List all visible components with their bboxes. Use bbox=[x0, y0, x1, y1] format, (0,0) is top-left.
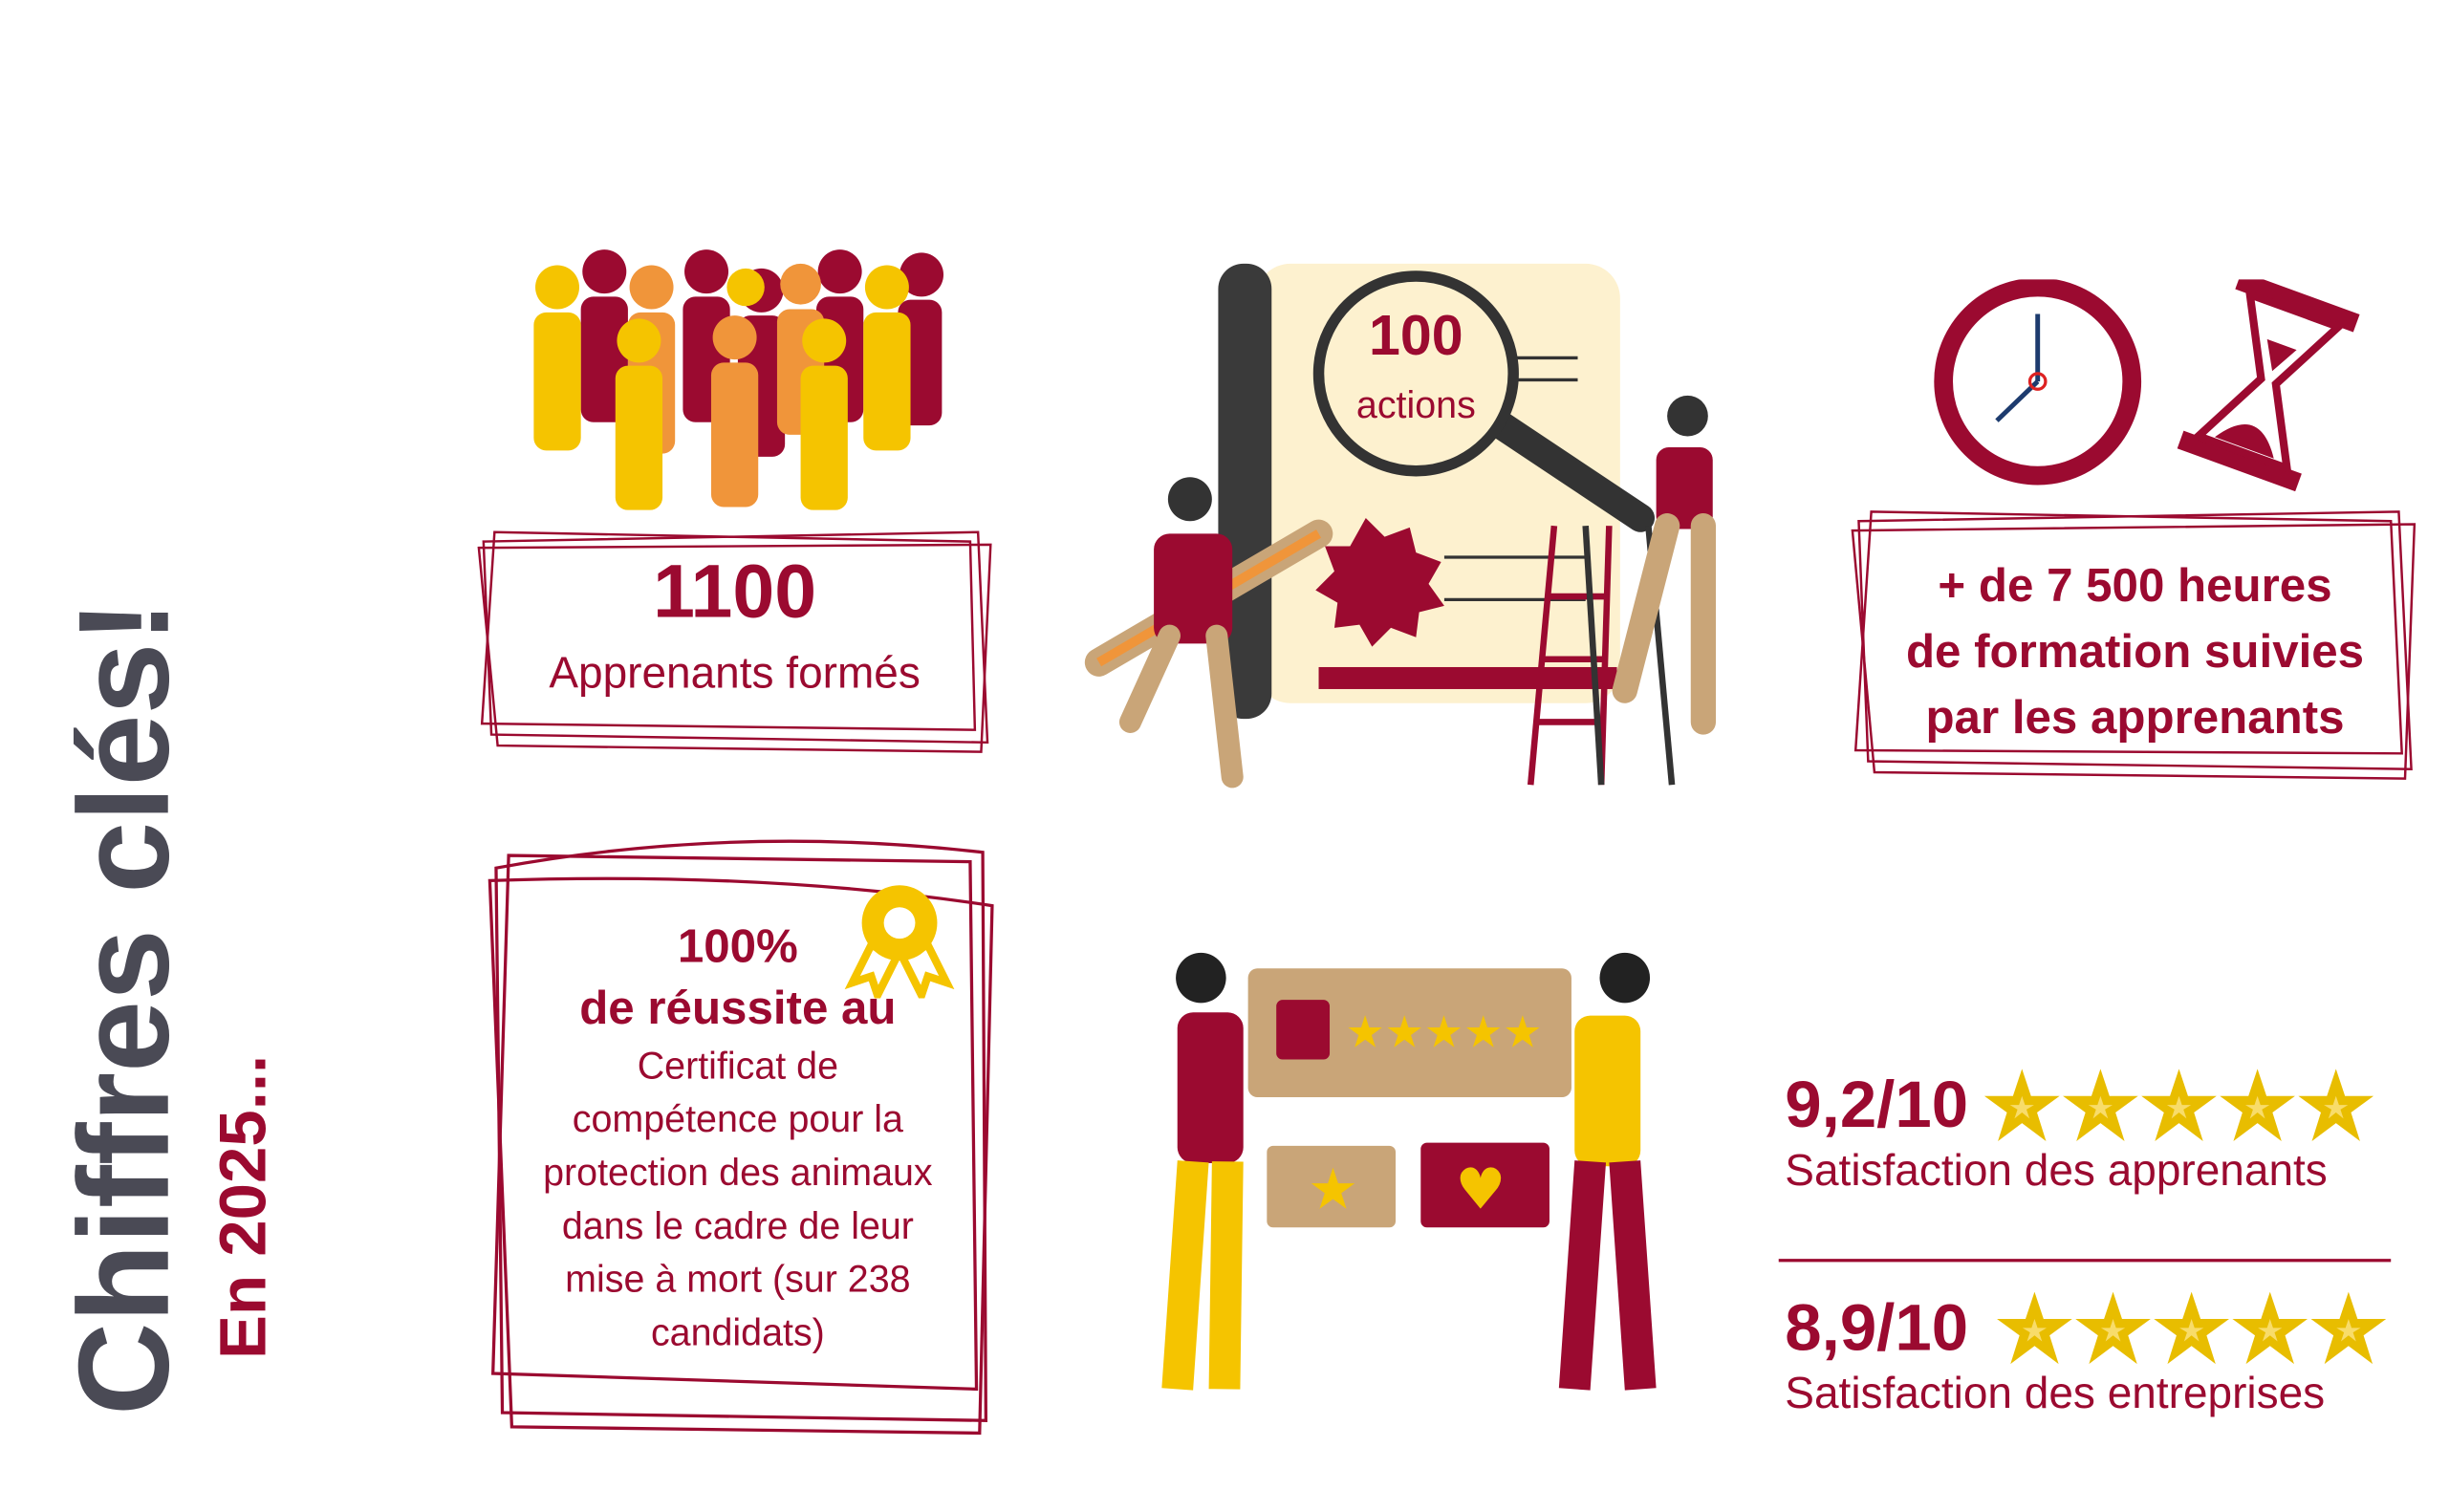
hours-line-2: de formation suivies bbox=[1905, 626, 2365, 679]
divider bbox=[1778, 1259, 2392, 1263]
success-line-1: de réussite au bbox=[579, 983, 897, 1035]
star-icon bbox=[2074, 1291, 2151, 1365]
hourglass-icon bbox=[2177, 279, 2360, 492]
crowd-illustration bbox=[533, 249, 944, 510]
award-ribbon-icon bbox=[844, 885, 955, 999]
clock-icon bbox=[1934, 279, 2142, 486]
star-icon bbox=[2298, 1069, 2373, 1141]
success-text-line: mise à mort (sur 238 bbox=[565, 1259, 911, 1302]
success-text-line: candidats) bbox=[650, 1311, 825, 1355]
hours-line-3: par les apprenants bbox=[1925, 692, 2345, 745]
learners-label: Apprenants formés bbox=[549, 648, 921, 698]
success-text-line: Certificat de bbox=[637, 1045, 839, 1089]
star-icon bbox=[2310, 1291, 2386, 1365]
research-illustration bbox=[1084, 263, 1717, 788]
success-text-line: compétence pour la bbox=[572, 1098, 903, 1141]
star-rating bbox=[1983, 1069, 2373, 1141]
star-icon bbox=[1996, 1291, 2072, 1365]
svg-text:♥: ♥ bbox=[1455, 1156, 1506, 1222]
success-text-line: dans le cadre de leur bbox=[561, 1205, 914, 1248]
review-illustration: ★★★★★ ★ ♥ bbox=[1161, 952, 1657, 1391]
rating-score: 9,2/10 bbox=[1785, 1067, 1969, 1141]
star-icon bbox=[2153, 1291, 2229, 1365]
hours-line-1: + de 7 500 heures bbox=[1938, 560, 2332, 613]
success-stat: 100% de réussite au Certificat de compét… bbox=[494, 918, 981, 1361]
page-title: Chiffres clés! bbox=[53, 599, 197, 1415]
svg-text:★★★★★: ★★★★★ bbox=[1345, 1005, 1542, 1057]
rating-block-learners: 9,2/10 Satisfaction des apprenants bbox=[1785, 1068, 2413, 1197]
star-icon bbox=[2232, 1291, 2308, 1365]
actions-value: 100 bbox=[1369, 302, 1463, 368]
star-icon bbox=[1983, 1069, 2060, 1141]
rating-score: 8,9/10 bbox=[1785, 1289, 1969, 1365]
svg-text:★: ★ bbox=[1308, 1156, 1358, 1222]
star-rating bbox=[1996, 1291, 2386, 1365]
learners-value: 1100 bbox=[653, 551, 817, 635]
actions-label: actions bbox=[1355, 384, 1476, 427]
rating-label: Satisfaction des apprenants bbox=[1785, 1145, 2328, 1195]
time-icons bbox=[1934, 279, 2360, 492]
star-icon bbox=[2140, 1069, 2217, 1141]
rating-block-companies: 8,9/10 Satisfaction des entreprises bbox=[1785, 1290, 2428, 1419]
hours-stat: + de 7 500 heures de formation suivies p… bbox=[1857, 554, 2413, 752]
star-icon bbox=[2219, 1069, 2295, 1141]
success-text-line: protection des animaux bbox=[543, 1152, 933, 1195]
success-value: 100% bbox=[677, 921, 798, 974]
star-icon bbox=[2062, 1069, 2138, 1141]
page-subtitle: En 2025... bbox=[206, 1054, 280, 1360]
rating-label: Satisfaction des entreprises bbox=[1785, 1369, 2326, 1417]
